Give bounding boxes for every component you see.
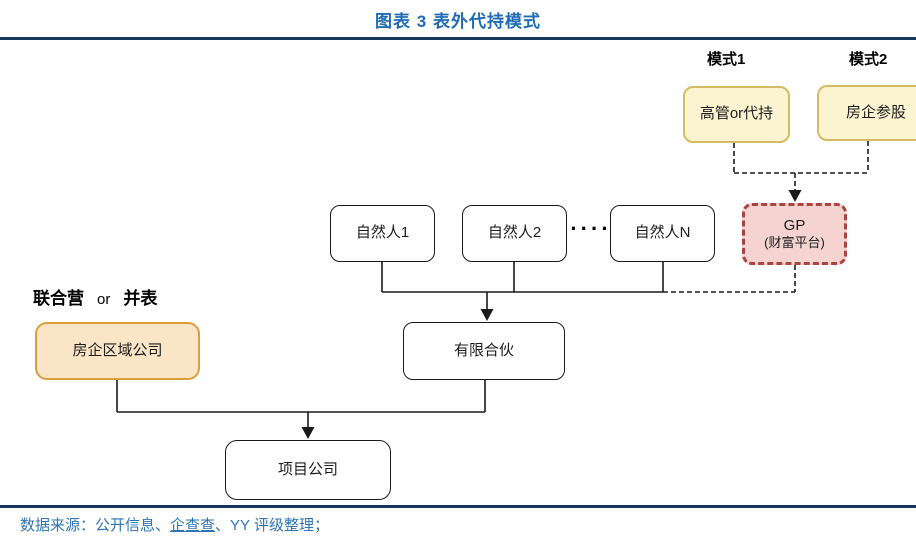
node-gp-wealth-platform: GP (财富平台) [742,203,847,265]
bottom-divider [0,505,916,508]
node-natural-person-2: 自然人2 [462,205,567,262]
figure-title: 图表 3 表外代持模式 [375,12,541,31]
source-suffix: 、YY 评级整理； [215,517,329,534]
annotation-joint-venture: 联合营 [33,289,84,308]
node-gp-label-line1: GP [783,216,806,234]
node-developer-regional-company: 房企区域公司 [35,322,200,380]
node-natural-person-n: 自然人N [610,205,715,262]
source-note: 数据来源：公开信息、企查查、YY 评级整理； [20,514,329,535]
node-limited-partnership: 有限合伙 [403,322,565,380]
annotation-consolidated: 并表 [123,289,158,308]
node-limited-partnership-label: 有限合伙 [453,341,514,359]
node-natural-person-2-label: 自然人2 [487,224,542,242]
node-natural-person-1: 自然人1 [330,205,435,262]
node-developer-equity: 房企参股 [817,85,916,141]
node-natural-person-1-label: 自然人1 [355,224,410,242]
node-executive-proxy-label: 高管or代持 [699,105,774,123]
source-link-qichacha[interactable]: 企查查 [170,517,216,534]
annotation-consolidation-mode: 联合营 or 并表 [33,284,157,309]
source-prefix: 数据来源：公开信息、 [20,517,171,534]
top-divider [0,37,916,40]
node-developer-regional-company-label: 房企区域公司 [72,341,163,359]
node-project-company: 项目公司 [225,440,391,500]
ellipsis-dots: ···· [570,216,612,241]
node-natural-person-n-label: 自然人N [634,224,691,242]
node-gp-label-line2: (财富平台) [764,235,825,251]
annotation-or: or [97,291,111,308]
node-developer-equity-label: 房企参股 [845,103,906,121]
mode2-label: 模式2 [849,51,888,68]
node-executive-proxy: 高管or代持 [683,86,790,143]
mode1-label: 模式1 [707,51,746,68]
node-project-company-label: 项目公司 [277,460,338,478]
